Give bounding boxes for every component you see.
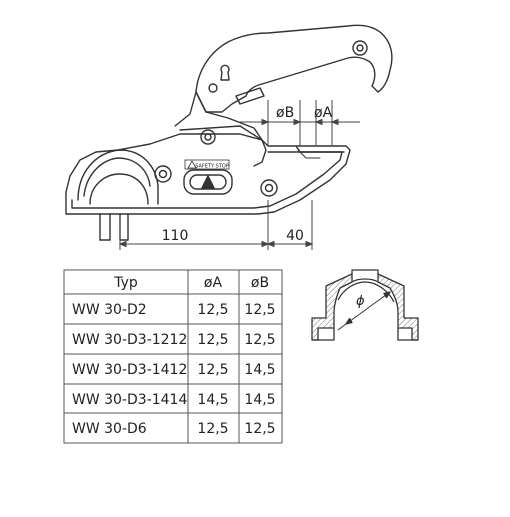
ball xyxy=(89,173,149,205)
section-wall-left xyxy=(311,273,353,341)
section-diameter-label: ϕ xyxy=(356,294,365,309)
table-cell-diameter-a: 14,5 xyxy=(197,392,228,408)
table-cell-diameter-b: 14,5 xyxy=(244,392,275,408)
table-cell-diameter-b: 14,5 xyxy=(244,362,275,378)
safety-indicator-frame xyxy=(183,169,233,195)
dim-length-40: 40 xyxy=(286,228,304,244)
coupling-upper-body xyxy=(174,91,267,167)
table-cell-type: WW 30-D6 xyxy=(72,421,147,437)
badge-text: SAFETY STOP xyxy=(195,164,229,170)
table-row: WW 30-D3-1212 12,5 12,5 xyxy=(72,332,276,348)
table-cell-type: WW 30-D2 xyxy=(72,302,147,318)
table-row: WW 30-D3-1412 12,5 14,5 xyxy=(72,362,276,378)
upper-bolt xyxy=(200,129,216,145)
table-cell-diameter-a: 12,5 xyxy=(197,302,228,318)
handle-lever xyxy=(195,24,393,113)
bolt-right xyxy=(260,179,278,197)
coupling-housing xyxy=(65,133,351,215)
section-diameter-line xyxy=(345,291,391,325)
table-row: WW 30-D3-1414 14,5 14,5 xyxy=(72,392,276,408)
table-row: WW 30-D2 12,5 12,5 xyxy=(72,302,276,318)
table-cell-diameter-a: 12,5 xyxy=(197,332,228,348)
bolt-left xyxy=(154,165,172,183)
cross-section-view xyxy=(311,269,419,341)
spec-table xyxy=(63,269,283,444)
dim-diameter-b: øB xyxy=(276,105,294,121)
table-row: WW 30-D6 12,5 12,5 xyxy=(72,421,276,437)
section-crown xyxy=(351,269,379,274)
table-cell-type: WW 30-D3-1414 xyxy=(72,392,187,408)
table-header-diameter-a: øA xyxy=(204,275,223,291)
table-header-diameter-b: øB xyxy=(251,275,269,291)
safety-indicator-arrow xyxy=(201,175,215,189)
table-cell-type: WW 30-D3-1412 xyxy=(72,362,187,378)
table-cell-diameter-a: 12,5 xyxy=(197,421,228,437)
warning-triangle-icon xyxy=(187,160,197,169)
table-cell-diameter-a: 12,5 xyxy=(197,362,228,378)
dimension-annotations xyxy=(118,100,360,250)
safety-stop-badge: SAFETY STOP xyxy=(184,159,230,170)
table-cell-diameter-b: 12,5 xyxy=(244,332,275,348)
handle-pivot-hole xyxy=(352,40,368,56)
keyhole-icon xyxy=(220,64,230,81)
coupling-side-view xyxy=(65,24,393,241)
table-cell-diameter-b: 12,5 xyxy=(244,421,275,437)
table-cell-type: WW 30-D3-1212 xyxy=(72,332,187,348)
table-cell-diameter-b: 12,5 xyxy=(244,302,275,318)
dim-length-110: 110 xyxy=(162,228,189,244)
table-header-typ: Typ xyxy=(113,275,138,291)
dim-diameter-a: øA xyxy=(314,105,333,121)
